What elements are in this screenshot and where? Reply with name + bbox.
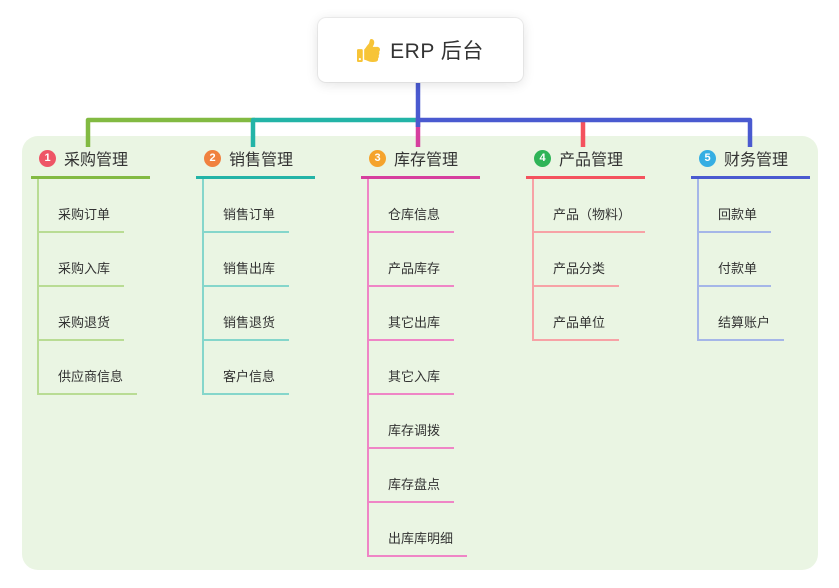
root-label: ERP 后台 bbox=[390, 40, 484, 63]
child-node-label: 回款单 bbox=[718, 207, 758, 222]
child-node[interactable]: 库存调拨 bbox=[367, 395, 455, 449]
child-node[interactable]: 采购入库 bbox=[37, 233, 125, 287]
child-node[interactable]: 其它出库 bbox=[367, 287, 455, 341]
branch-number-badge: 3 bbox=[369, 149, 386, 167]
child-node-label: 其它入库 bbox=[388, 369, 441, 384]
branch-column-finance: 5 财务管理 回款单付款单结算账户 bbox=[691, 146, 839, 341]
root-node[interactable]: ERP 后台 bbox=[318, 18, 523, 82]
branch-children: 产品（物料） 产品分类产品单位 bbox=[526, 179, 691, 341]
child-node[interactable]: 采购退货 bbox=[37, 287, 125, 341]
branch-number-badge: 2 bbox=[204, 149, 221, 167]
branch-label: 产品管理 bbox=[559, 152, 624, 169]
child-connector-line bbox=[532, 179, 534, 341]
child-node[interactable]: 产品（物料） bbox=[532, 179, 646, 233]
child-node-label: 产品分类 bbox=[553, 261, 606, 276]
branch-column-sales: 2 销售管理 销售订单销售出库销售退货客户信息 bbox=[196, 146, 361, 395]
child-node-label: 库存盘点 bbox=[388, 477, 441, 492]
child-node[interactable]: 供应商信息 bbox=[37, 341, 138, 395]
child-node[interactable]: 回款单 bbox=[697, 179, 772, 233]
child-node[interactable]: 库存盘点 bbox=[367, 449, 455, 503]
branch-number-badge: 5 bbox=[699, 149, 716, 167]
branch-label: 财务管理 bbox=[724, 152, 789, 169]
child-node-label: 其它出库 bbox=[388, 315, 441, 330]
branch-number-badge: 4 bbox=[534, 149, 551, 167]
child-connector-line bbox=[697, 179, 699, 341]
branch-node-inventory[interactable]: 3 库存管理 bbox=[361, 146, 480, 179]
child-node-label: 库存调拨 bbox=[388, 423, 441, 438]
branch-label: 采购管理 bbox=[64, 152, 129, 169]
branch-children: 回款单付款单结算账户 bbox=[691, 179, 839, 341]
child-node[interactable]: 付款单 bbox=[697, 233, 772, 287]
child-connector-line bbox=[367, 179, 369, 557]
child-node-label: 产品单位 bbox=[553, 315, 606, 330]
child-connector-line bbox=[37, 179, 39, 395]
child-node[interactable]: 产品单位 bbox=[532, 287, 620, 341]
child-node-label: 付款单 bbox=[718, 261, 758, 276]
thumbs-up-icon bbox=[357, 38, 381, 62]
child-node-label: 采购入库 bbox=[58, 261, 111, 276]
branch-column-inventory: 3 库存管理 仓库信息产品库存其它出库其它入库库存调拨库存盘点出库库明细 bbox=[361, 146, 526, 557]
child-node[interactable]: 客户信息 bbox=[202, 341, 290, 395]
child-node-label: 采购退货 bbox=[58, 315, 111, 330]
branch-children: 销售订单销售出库销售退货客户信息 bbox=[196, 179, 361, 395]
child-node-label: 销售出库 bbox=[223, 261, 276, 276]
child-node[interactable]: 销售订单 bbox=[202, 179, 290, 233]
branch-column-product: 4 产品管理 产品（物料） 产品分类产品单位 bbox=[526, 146, 691, 341]
branch-node-sales[interactable]: 2 销售管理 bbox=[196, 146, 315, 179]
branch-children: 仓库信息产品库存其它出库其它入库库存调拨库存盘点出库库明细 bbox=[361, 179, 526, 557]
child-node-label: 客户信息 bbox=[223, 369, 276, 384]
child-node[interactable]: 产品分类 bbox=[532, 233, 620, 287]
child-node-label: 供应商信息 bbox=[58, 369, 124, 384]
branches-panel bbox=[22, 136, 818, 570]
child-node-label: 产品（物料） bbox=[553, 207, 632, 222]
branch-children: 采购订单采购入库采购退货供应商信息 bbox=[31, 179, 196, 395]
branch-number-badge: 1 bbox=[39, 149, 56, 167]
branch-node-purchase[interactable]: 1 采购管理 bbox=[31, 146, 150, 179]
child-node-label: 出库库明细 bbox=[388, 531, 454, 546]
child-node[interactable]: 结算账户 bbox=[697, 287, 785, 341]
child-node-label: 销售订单 bbox=[223, 207, 276, 222]
branch-node-product[interactable]: 4 产品管理 bbox=[526, 146, 645, 179]
child-node[interactable]: 其它入库 bbox=[367, 341, 455, 395]
child-connector-line bbox=[202, 179, 204, 395]
branch-column-purchase: 1 采购管理 采购订单采购入库采购退货供应商信息 bbox=[31, 146, 196, 395]
child-node-label: 结算账户 bbox=[718, 315, 771, 330]
child-node-label: 仓库信息 bbox=[388, 207, 441, 222]
child-node-label: 产品库存 bbox=[388, 261, 441, 276]
branch-label: 销售管理 bbox=[229, 152, 294, 169]
child-node-label: 采购订单 bbox=[58, 207, 111, 222]
child-node[interactable]: 出库库明细 bbox=[367, 503, 468, 557]
branch-label: 库存管理 bbox=[394, 152, 459, 169]
child-node[interactable]: 产品库存 bbox=[367, 233, 455, 287]
child-node[interactable]: 仓库信息 bbox=[367, 179, 455, 233]
child-node[interactable]: 采购订单 bbox=[37, 179, 125, 233]
child-node[interactable]: 销售退货 bbox=[202, 287, 290, 341]
child-node[interactable]: 销售出库 bbox=[202, 233, 290, 287]
child-node-label: 销售退货 bbox=[223, 315, 276, 330]
branch-node-finance[interactable]: 5 财务管理 bbox=[691, 146, 810, 179]
